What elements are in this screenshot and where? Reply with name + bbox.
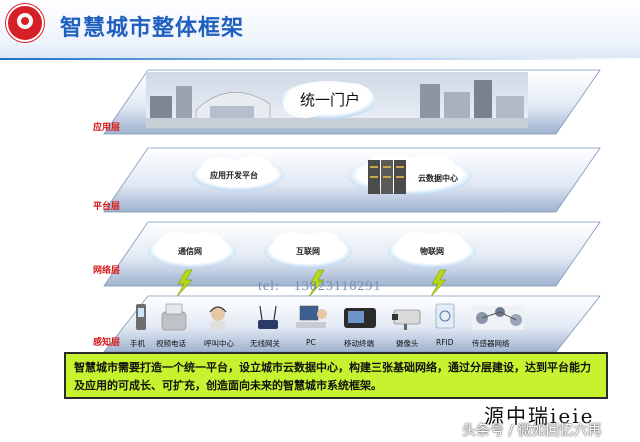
network-layer-band — [103, 221, 601, 287]
portal-label: 统一门户 — [300, 91, 361, 109]
device-label-camera: 摄像头 — [396, 339, 419, 348]
camera-icon — [392, 309, 421, 330]
iot-label: 物联网 — [420, 247, 444, 256]
emblem-center — [21, 17, 29, 25]
lightning-icon — [307, 269, 325, 299]
telecom-network-cloud-icon — [148, 232, 236, 268]
server-rack-icon — [368, 160, 406, 194]
call-center-icon — [209, 306, 227, 331]
signature-text: 源中瑞ieie — [484, 404, 595, 428]
device-label-pc: PC — [306, 338, 316, 347]
contact-phone: tel: 13823118291 — [258, 279, 381, 295]
app-dev-platform-label: 应用开发平台 — [210, 171, 258, 180]
lightning-icon — [175, 269, 193, 299]
telecom-network-label: 通信网 — [178, 247, 202, 256]
mobile-phone-icon — [136, 304, 146, 330]
pc-icon — [296, 305, 327, 328]
portal-cloud-lobe — [328, 83, 372, 109]
wireless-gateway-icon — [258, 305, 278, 329]
device-label-call-center: 呼叫中心 — [204, 339, 234, 348]
header-bar — [0, 0, 640, 60]
device-label-mobile-terminal: 移动终端 — [344, 339, 374, 348]
perception-layer-label: 感知层 — [93, 338, 121, 348]
contact-prefix: tel: — [258, 279, 280, 294]
iot-cloud-icon — [388, 232, 476, 268]
device-label-wireless-gateway: 无线网关 — [250, 339, 280, 348]
city-skyline-image — [146, 72, 528, 128]
application-layer-label: 应用层 — [93, 123, 121, 133]
device-label-sensor-network: 传感器网络 — [472, 339, 510, 348]
portal-cloud-lobe — [283, 90, 327, 118]
contact-number: 13823118291 — [293, 279, 382, 294]
rfid-icon — [435, 303, 455, 329]
page-title: 智慧城市整体框架 — [60, 16, 245, 41]
internet-cloud-icon — [264, 232, 352, 268]
sensor-network-icon — [472, 306, 524, 330]
network-layer-label: 网络层 — [93, 266, 121, 276]
device-label-rfid: RFID — [436, 338, 454, 347]
lightning-icon — [429, 269, 447, 299]
cloud-data-center-label: 云数据中心 — [418, 174, 458, 183]
description-box: 智慧城市需要打造一个统一平台，设立城市云数据中心，构建三张基础网络，通过分层建设… — [64, 352, 608, 399]
header-divider — [0, 58, 640, 60]
app-dev-platform-cloud-icon — [192, 156, 284, 191]
device-label-mobile-phone: 手机 — [130, 339, 145, 348]
device-label-video-phone: 视频电话 — [156, 339, 186, 348]
watermark-text: 头条号 / 微如回忆六再 — [462, 423, 602, 439]
internet-label: 互联网 — [296, 247, 320, 256]
platform-layer-label: 平台层 — [93, 202, 121, 212]
city-emblem-icon — [6, 4, 44, 42]
mobile-terminal-icon — [344, 308, 376, 328]
video-phone-icon — [161, 303, 187, 331]
